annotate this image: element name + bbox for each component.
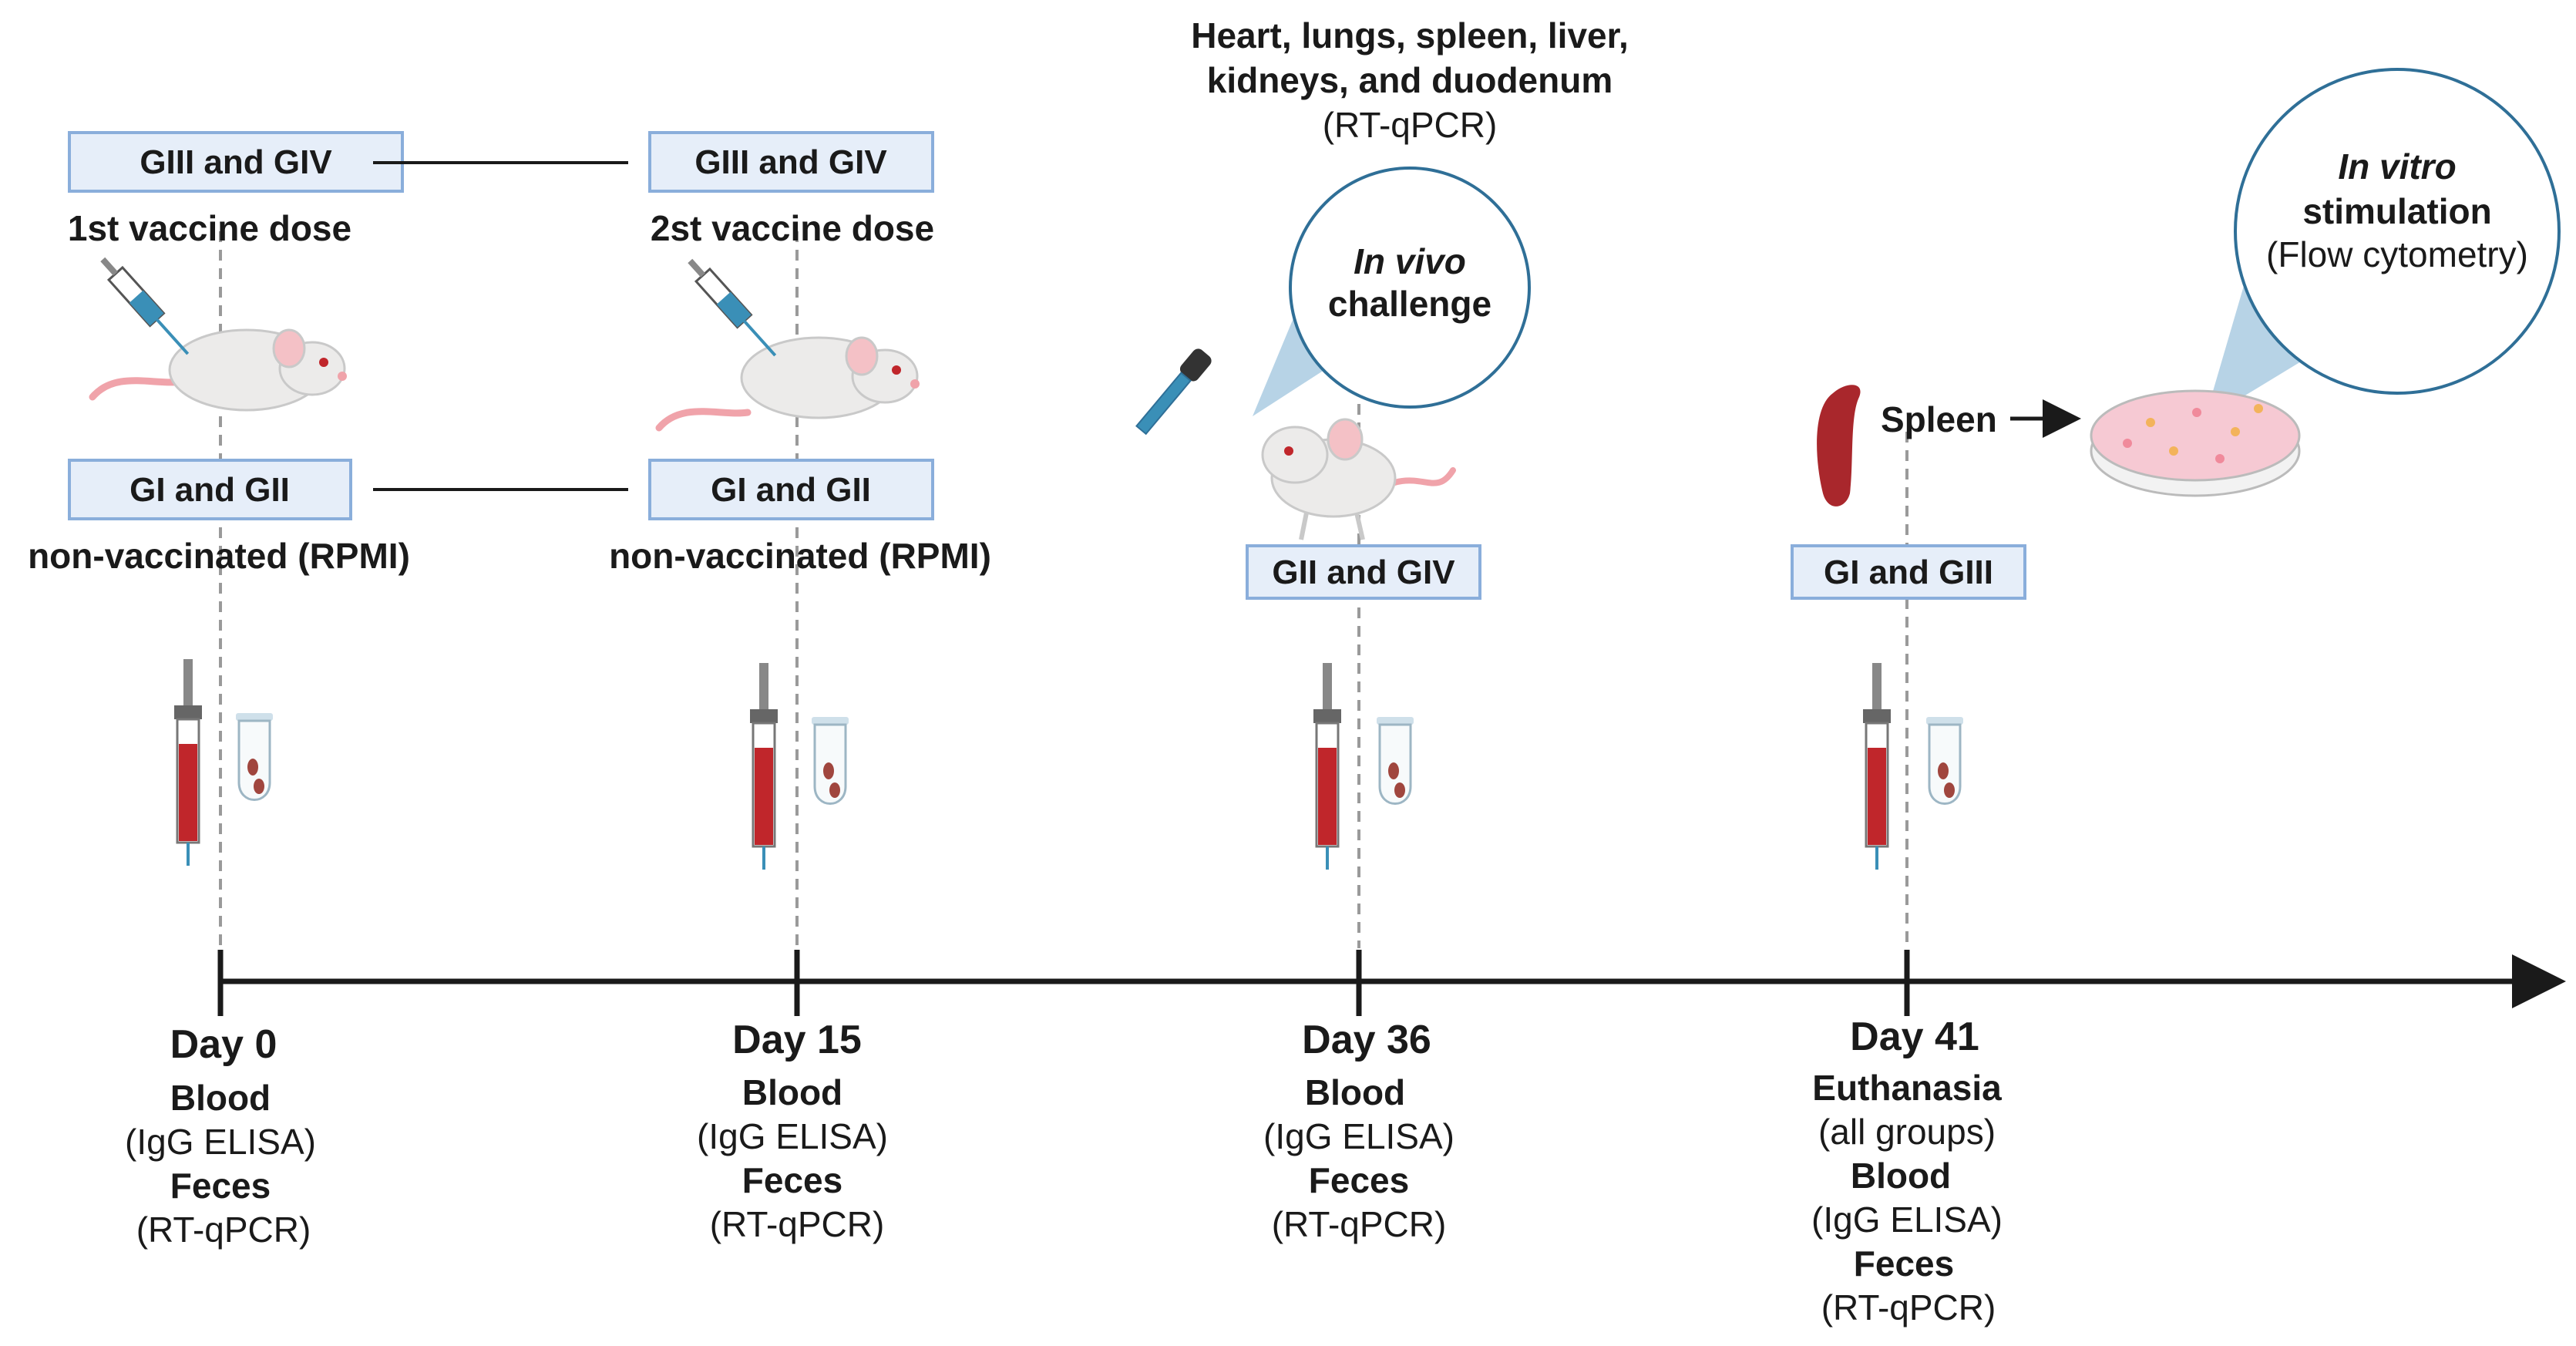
injection-syringe-day0 xyxy=(100,257,190,355)
feces-tube-day36 xyxy=(1377,717,1414,805)
day41-line-2: Blood xyxy=(1851,1156,1951,1196)
vaccinated-mouse-day15 xyxy=(655,336,920,432)
stimulation-rest: stimulation xyxy=(2302,191,2491,231)
group-label-challenge: GII and GIV xyxy=(1272,554,1455,591)
group-box-top-mid xyxy=(648,131,934,193)
dropper-icon xyxy=(1135,348,1212,436)
group-label-bottom-mid: GI and GII xyxy=(711,471,871,509)
stimulation-method: (Flow cytometry) xyxy=(2266,234,2528,274)
stimulation-italic: In vitro xyxy=(2338,146,2456,187)
group-box-euthanasia xyxy=(1791,544,2026,600)
day-label-0: Day 0 xyxy=(170,1022,277,1067)
day41-line-0: Euthanasia xyxy=(1812,1068,2002,1108)
day15-line-1: (IgG ELISA) xyxy=(697,1116,888,1156)
day-label-36: Day 36 xyxy=(1302,1018,1431,1062)
stimulation-bubble-tail xyxy=(2204,262,2312,420)
challenge-italic: In vivo xyxy=(1354,241,1466,281)
day41-line-3: (IgG ELISA) xyxy=(1811,1200,2003,1240)
group-box-challenge xyxy=(1246,544,1481,600)
day41-line-4: Feces xyxy=(1854,1243,1954,1284)
day-label-41: Day 41 xyxy=(1850,1015,1979,1059)
feces-tube-day41 xyxy=(1926,717,1963,805)
blood-syringe-day41 xyxy=(1863,663,1891,870)
group-label-euthanasia: GI and GIII xyxy=(1824,554,1993,591)
day15-line-2: Feces xyxy=(742,1160,842,1200)
group-label-top-left: GIII and GIV xyxy=(140,143,332,181)
vaccinated-mouse-day0 xyxy=(89,328,347,412)
spleen-icon xyxy=(1817,385,1861,506)
day36-line-1: (IgG ELISA) xyxy=(1263,1116,1454,1156)
group-label-top-mid: GIII and GIV xyxy=(694,143,887,181)
stimulation-bubble xyxy=(2234,68,2561,395)
petri-dish-icon xyxy=(2090,389,2301,497)
organs-line2: kidneys, and duodenum xyxy=(1207,60,1613,100)
feces-tube-day0 xyxy=(236,713,273,801)
organs-method: (RT-qPCR) xyxy=(1323,105,1498,145)
day-label-15: Day 15 xyxy=(732,1018,862,1062)
challenge-mouse xyxy=(1261,418,1456,540)
group-label-bottom-left: GI and GII xyxy=(129,471,290,509)
group-box-bottom-mid xyxy=(648,459,934,520)
organs-line1: Heart, lungs, spleen, liver, xyxy=(1191,15,1629,56)
feces-tube-day15 xyxy=(812,717,849,805)
nonvac-label-mid: non-vaccinated (RPMI) xyxy=(609,536,991,576)
spleen-label: Spleen xyxy=(1881,399,1997,439)
group-box-top-left xyxy=(68,131,404,193)
challenge-bubble xyxy=(1289,167,1531,409)
blood-syringe-day15 xyxy=(750,663,778,870)
dose2-label: 2st vaccine dose xyxy=(651,208,934,248)
day36-line-0: Blood xyxy=(1305,1072,1405,1112)
day41-line-5: (RT-qPCR) xyxy=(1821,1287,1996,1327)
day36-line-3: (RT-qPCR) xyxy=(1272,1204,1447,1244)
day0-line-3: (RT-qPCR) xyxy=(136,1210,311,1250)
injection-syringe-day15 xyxy=(688,258,777,357)
blood-syringe-day36 xyxy=(1313,663,1341,870)
day0-line-0: Blood xyxy=(170,1078,271,1118)
blood-syringe-day0 xyxy=(174,659,202,866)
dose1-label: 1st vaccine dose xyxy=(68,208,351,248)
day0-line-2: Feces xyxy=(170,1166,271,1206)
nonvac-label-left: non-vaccinated (RPMI) xyxy=(28,536,410,576)
challenge-rest: challenge xyxy=(1328,284,1491,324)
day15-line-3: (RT-qPCR) xyxy=(710,1204,885,1244)
day0-line-1: (IgG ELISA) xyxy=(125,1122,316,1162)
day36-line-2: Feces xyxy=(1309,1160,1409,1200)
group-box-bottom-left xyxy=(68,459,352,520)
day41-line-1: (all groups) xyxy=(1818,1112,1996,1152)
day15-line-0: Blood xyxy=(742,1072,842,1112)
